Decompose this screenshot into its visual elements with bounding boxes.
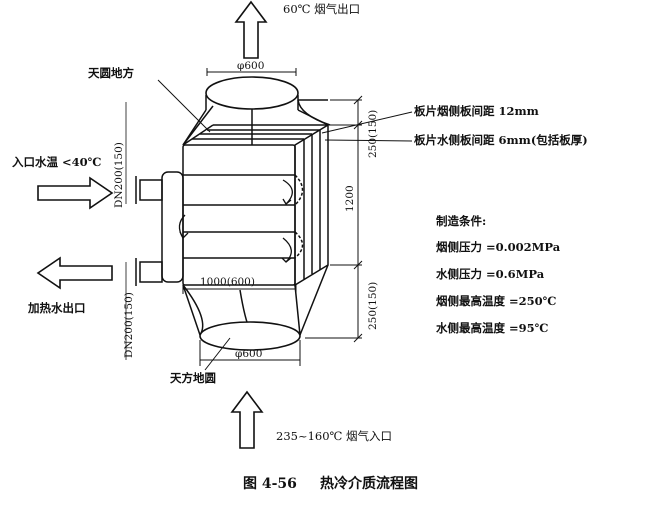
outlet-pipe-dim: DN200(150) — [123, 292, 135, 358]
condition-item: 水侧最高温度 =95℃ — [436, 321, 549, 335]
water-inlet-pipe — [135, 176, 163, 204]
top-transition-leader — [157, 79, 211, 133]
plate-water-spacing-label: 板片水侧板间距 6mm(包括板厚) — [414, 133, 588, 147]
figure-title: 热冷介质流程图 — [320, 475, 418, 492]
core-width-label: 1000(600) — [200, 276, 255, 288]
top-transition-label: 天圆地方 — [88, 66, 134, 80]
flue-outlet-arrow-icon — [234, 0, 268, 59]
water-inlet-arrow-icon — [37, 176, 114, 210]
bottom-diameter-label: φ600 — [235, 348, 262, 360]
conditions-title: 制造条件: — [436, 214, 486, 228]
condition-item: 烟侧最高温度 =250℃ — [436, 294, 557, 308]
top-duct: φ600 — [205, 60, 299, 110]
bottom-transition-label: 天方地圆 — [170, 371, 216, 385]
water-outlet-arrow-icon — [36, 256, 113, 290]
condition-item: 烟侧压力 =0.002MPa — [436, 240, 561, 254]
flue-inlet-label: 235~160℃ 烟气入口 — [276, 429, 392, 443]
flue-outlet-label: 60℃ 烟气出口 — [283, 2, 360, 16]
top-transition-height-label: 250(150) — [367, 110, 379, 158]
plate-water-leader — [324, 139, 413, 142]
bottom-round-opening — [199, 321, 301, 351]
core-height-label: 1200 — [344, 185, 356, 212]
figure-number: 图 4-56 — [243, 476, 297, 492]
condition-item: 水侧压力 =0.6MPa — [436, 267, 545, 281]
manufacturing-conditions: 制造条件: 烟侧压力 =0.002MPa 水侧压力 =0.6MPa 烟侧最高温度… — [436, 214, 561, 335]
water-outlet-pipe — [135, 258, 163, 286]
top-diameter-label: φ600 — [237, 60, 264, 72]
water-outlet-label: 加热水出口 — [27, 301, 86, 315]
bottom-transition-leader — [204, 337, 231, 371]
plate-flue-spacing-label: 板片烟侧板间距 12mm — [414, 104, 539, 118]
bottom-transition-height-label: 250(150) — [367, 282, 379, 330]
water-inlet-label: 入口水温 <40℃ — [12, 155, 102, 169]
right-dimension-lines — [305, 95, 363, 343]
curved-flow-arrow-icon — [178, 214, 186, 239]
swirl-arrows — [178, 179, 293, 263]
flue-inlet-arrow-icon — [230, 390, 264, 449]
top-round-opening — [205, 76, 299, 110]
inlet-pipe-dim: DN200(150) — [113, 142, 125, 208]
bottom-diameter-dim — [199, 340, 301, 366]
plate-heat-exchanger-core — [161, 123, 329, 287]
plate-flue-leader — [321, 111, 413, 134]
